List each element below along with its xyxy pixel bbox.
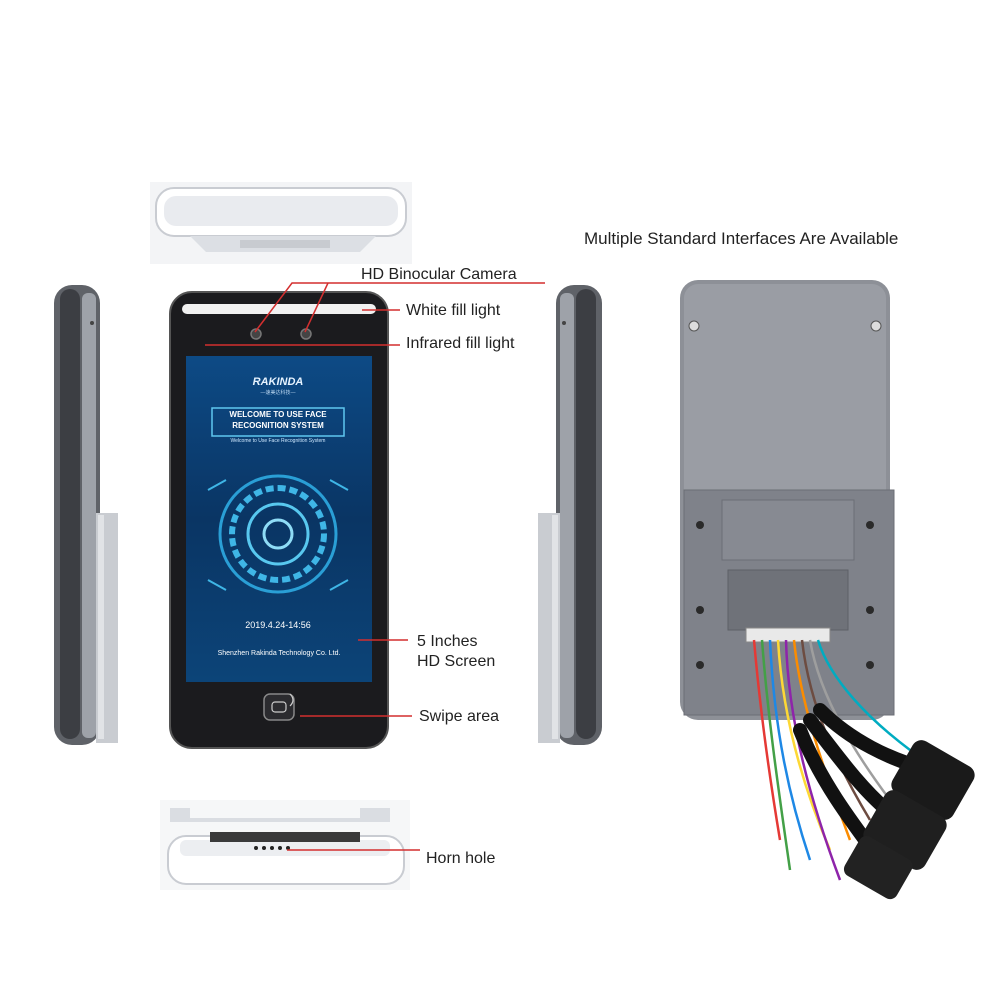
bottom-view-image [160,800,410,890]
screen-welcome-line1: WELCOME TO USE FACE [229,410,327,419]
right-side-view-image [538,285,602,745]
screen-brand: RAKINDA [252,376,304,388]
horn-hole-icon [254,846,290,850]
front-device-image [169,291,389,749]
screen-datetime: 2019.4.24-14:56 [245,620,311,630]
screen-welcome-small: Welcome to Use Face Recognition System [230,438,326,444]
infrared-fill-light-label: Infrared fill light [406,335,515,352]
screen-welcome-line2: RECOGNITION SYSTEM [232,421,324,430]
screen-brand-sub: —速美达科技— [260,390,296,396]
face-recognition-graphic [207,474,349,594]
white-fill-light-label: White fill light [406,302,501,319]
screen-label-line2: HD Screen [417,653,496,670]
hd-binocular-camera-label: HD Binocular Camera [361,266,517,283]
top-view-image [150,182,412,264]
interfaces-title: Multiple Standard Interfaces Are Availab… [584,229,899,248]
screen-label-line1: 5 Inches [417,633,478,650]
back-panel-image [680,280,975,900]
screen-company: Shenzhen Rakinda Technology Co. Ltd. [217,650,341,657]
swipe-area-label: Swipe area [419,708,500,725]
horn-hole-label: Horn hole [426,850,496,867]
left-side-view-image [54,285,118,745]
